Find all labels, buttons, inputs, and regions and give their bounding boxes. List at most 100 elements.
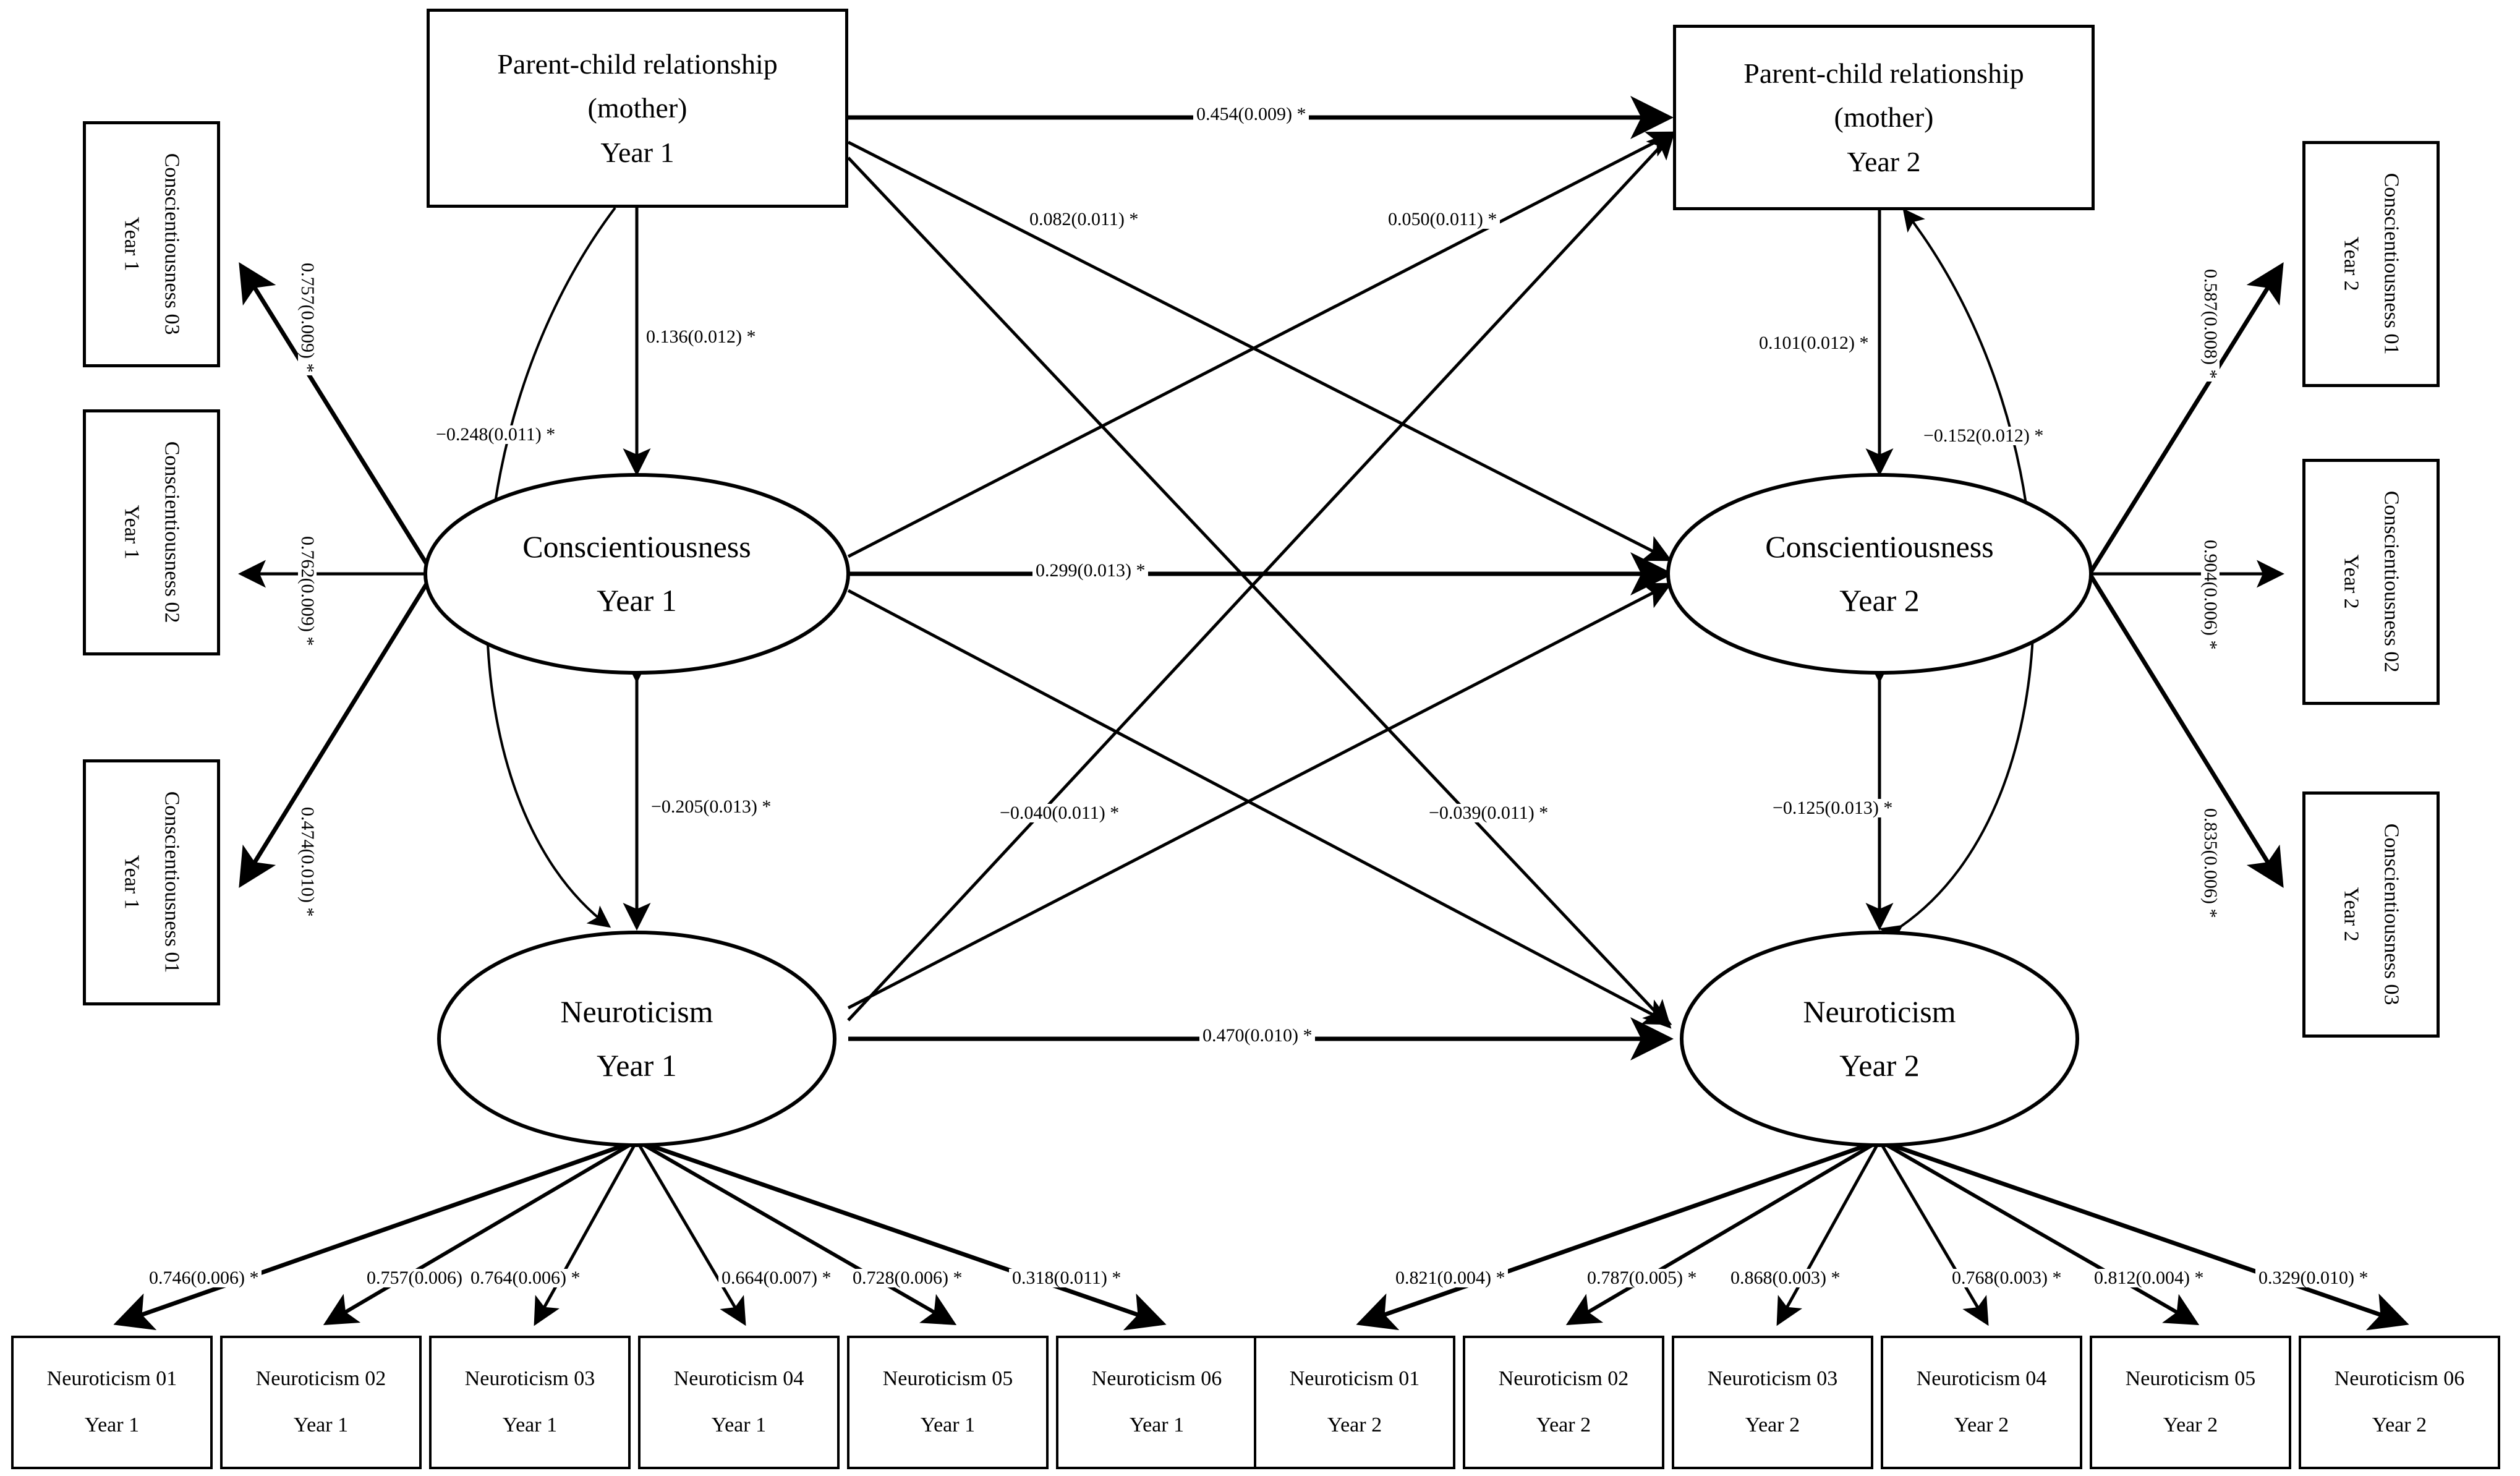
indicator-year: Year 1: [84, 1414, 140, 1436]
edge-label-loading-neur1-n02: 0.757(0.006) *: [364, 1269, 480, 1287]
box-indicator-neur-y2-n06[interactable]: Neuroticism 06 Year 2: [2299, 1336, 2500, 1469]
loading-arrow-neur1-n04: [635, 1140, 746, 1326]
indicator-year: Year 2: [2372, 1414, 2427, 1436]
edge-label-loading-neur2-n02: 0.787(0.005) *: [1584, 1269, 1700, 1287]
indicator-name: Neuroticism 05: [882, 1367, 1013, 1391]
edge-label-loading-cons2-o1: 0.587(0.008) *: [2200, 266, 2221, 382]
box-line-1: Parent-child relationship: [497, 48, 778, 80]
loading-arrow-cons1-o3: [239, 262, 435, 575]
path-arrow-neur1-pc2: [847, 130, 1675, 1022]
loading-arrow-neur1-n01: [113, 1138, 638, 1331]
path-arrow-cons1-pc2: [847, 131, 1676, 558]
box-indicator-neur-y2-n03[interactable]: Neuroticism 03 Year 2: [1672, 1336, 1873, 1469]
indicator-year: Year 2: [2340, 236, 2363, 292]
ellipse-conscientiousness-year1: [424, 473, 850, 675]
loading-arrow-neur2-n02: [1565, 1139, 1881, 1326]
indicator-name: Conscientiousness 02: [2380, 491, 2403, 673]
ellipse-neuroticism-year2: [1680, 931, 2079, 1147]
path-arrow-neur1-cons2: [847, 582, 1672, 1010]
edge-label-neur1-pc2: 0.050(0.011) *: [1385, 210, 1501, 229]
box-indicator-neur-y1-n01[interactable]: Neuroticism 01 Year 1: [11, 1336, 213, 1469]
edge-label-loading-cons2-o2: 0.904(0.006) *: [2200, 537, 2221, 653]
box-indicator-cons-y1-o1[interactable]: Conscientiousness 01 Year 1: [83, 759, 220, 1005]
loading-arrow-neur1-n03: [534, 1140, 639, 1326]
edge-label-loading-neur1-n04: 0.664(0.007) *: [718, 1269, 835, 1287]
box-parent-child-year1[interactable]: Parent-child relationship (mother) Year …: [427, 9, 848, 208]
box-indicator-cons-y2-o2[interactable]: Conscientiousness 02 Year 2: [2302, 459, 2440, 705]
edge-label-loading-neur2-n03: 0.868(0.003) *: [1727, 1269, 1844, 1287]
indicator-name: Conscientiousness 03: [160, 153, 184, 335]
box-indicator-neur-y2-n04[interactable]: Neuroticism 04 Year 2: [1881, 1336, 2082, 1469]
box-line-2: (mother): [1834, 101, 1934, 134]
box-indicator-neur-y1-n05[interactable]: Neuroticism 05 Year 1: [847, 1336, 1049, 1469]
edge-label-loading-neur1-n06: 0.318(0.011) *: [1009, 1269, 1125, 1287]
box-indicator-cons-y2-o1[interactable]: Conscientiousness 01 Year 2: [2302, 141, 2440, 387]
indicator-name: Conscientiousness 01: [160, 791, 184, 973]
loading-arrow-neur2-n04: [1878, 1140, 1989, 1326]
box-parent-child-year2[interactable]: Parent-child relationship (mother) Year …: [1673, 25, 2095, 210]
loading-arrow-cons1-o1: [239, 573, 435, 888]
indicator-year: Year 1: [502, 1414, 558, 1436]
box-line-3: Year 1: [600, 136, 675, 168]
loading-arrow-neur1-n06: [636, 1138, 1167, 1331]
path-arrow-pc1-cons2: [847, 140, 1672, 561]
edge-label-loading-neur2-n04: 0.768(0.003) *: [1949, 1269, 2065, 1287]
loading-arrow-neur1-n05: [636, 1139, 957, 1325]
indicator-name: Neuroticism 05: [2125, 1367, 2256, 1391]
indicator-year: Year 2: [1327, 1414, 1382, 1436]
indicator-year: Year 2: [1745, 1414, 1800, 1436]
edge-label-loading-cons1-o2: 0.762(0.009) *: [297, 533, 318, 649]
edge-label-neur2-cons2: −0.125(0.013) *: [1769, 799, 1896, 817]
edge-label-pc1-pc2: 0.454(0.009) *: [1193, 105, 1309, 124]
edge-label-loading-cons1-o1: 0.474(0.010) *: [297, 804, 318, 920]
loading-arrow-neur2-n01: [1356, 1138, 1881, 1331]
edge-label-neur1-cons2: −0.039(0.011) *: [1426, 804, 1552, 822]
box-indicator-neur-y2-n01[interactable]: Neuroticism 01 Year 2: [1254, 1336, 1455, 1469]
box-indicator-cons-y1-o3[interactable]: Conscientiousness 03 Year 1: [83, 121, 220, 367]
ellipse-neuroticism-year1: [437, 931, 836, 1147]
indicator-year: Year 1: [121, 855, 143, 910]
edge-label-pc1-cons1: 0.136(0.012) *: [643, 328, 759, 346]
edge-label-loading-neur1-n03: 0.764(0.006) *: [467, 1269, 584, 1287]
loading-arrow-neur2-n05: [1878, 1139, 2200, 1325]
box-indicator-neur-y2-n02[interactable]: Neuroticism 02 Year 2: [1463, 1336, 1664, 1469]
loading-arrow-neur1-n02: [323, 1139, 638, 1326]
indicator-year: Year 2: [2340, 887, 2363, 942]
indicator-year: Year 1: [711, 1414, 767, 1436]
box-indicator-neur-y1-n06[interactable]: Neuroticism 06 Year 1: [1056, 1336, 1258, 1469]
box-indicator-neur-y1-n04[interactable]: Neuroticism 04 Year 1: [638, 1336, 840, 1469]
box-indicator-neur-y2-n05[interactable]: Neuroticism 05 Year 2: [2090, 1336, 2291, 1469]
loading-arrow-neur2-n06: [1878, 1138, 2409, 1331]
box-indicator-cons-y2-o3[interactable]: Conscientiousness 03 Year 2: [2302, 791, 2440, 1038]
loading-arrow-cons2-o1: [2088, 262, 2284, 575]
path-arrow-cons1-neur2: [847, 589, 1672, 1025]
loading-arrow-neur2-n03: [1776, 1140, 1881, 1326]
box-indicator-neur-y1-n03[interactable]: Neuroticism 03 Year 1: [429, 1336, 631, 1469]
indicator-name: Neuroticism 06: [1091, 1367, 1222, 1391]
indicator-name: Neuroticism 03: [464, 1367, 595, 1391]
indicator-name: Conscientiousness 02: [160, 442, 184, 623]
ellipse-conscientiousness-year2: [1666, 473, 2093, 675]
indicator-name: Neuroticism 04: [673, 1367, 804, 1391]
indicator-year: Year 1: [121, 505, 143, 560]
indicator-year: Year 2: [2340, 554, 2363, 610]
indicator-year: Year 2: [1954, 1414, 2009, 1436]
edge-label-pc2-cons2: 0.101(0.012) *: [1756, 334, 1872, 352]
edge-label-cons1-neur2: −0.040(0.011) *: [997, 804, 1123, 822]
indicator-year: Year 1: [1129, 1414, 1185, 1436]
box-line-2: (mother): [587, 92, 687, 124]
box-line-1: Parent-child relationship: [1743, 58, 2024, 90]
edge-label-loading-neur1-n05: 0.728(0.006) *: [849, 1269, 966, 1287]
box-indicator-cons-y1-o2[interactable]: Conscientiousness 02 Year 1: [83, 409, 220, 655]
indicator-name: Neuroticism 02: [1498, 1367, 1629, 1391]
edge-label-loading-neur2-n06: 0.329(0.010) *: [2255, 1269, 2372, 1287]
loading-arrow-cons2-o3: [2088, 573, 2284, 888]
indicator-name: Neuroticism 04: [1916, 1367, 2047, 1391]
indicator-year: Year 2: [2163, 1414, 2218, 1436]
indicator-name: Neuroticism 01: [46, 1367, 177, 1391]
box-indicator-neur-y1-n02[interactable]: Neuroticism 02 Year 1: [220, 1336, 422, 1469]
edge-label-loading-cons1-o3: 0.757(0.009) *: [297, 260, 318, 376]
indicator-year: Year 1: [293, 1414, 349, 1436]
